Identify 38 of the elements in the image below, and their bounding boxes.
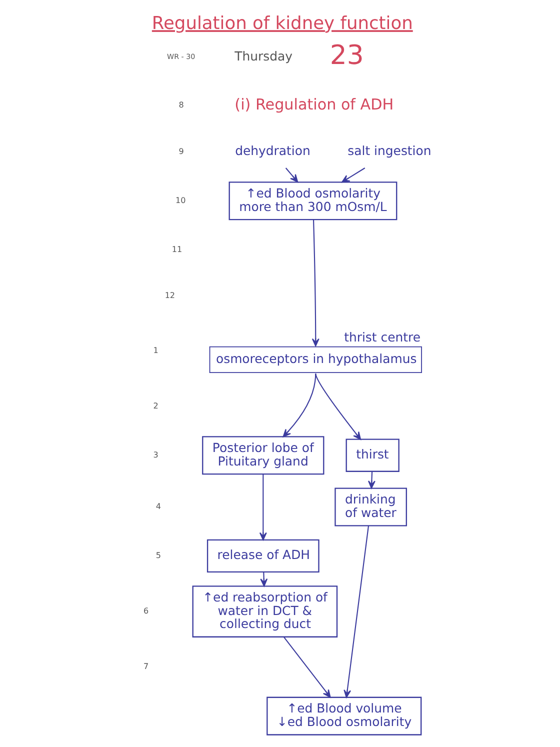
arrow <box>284 168 298 182</box>
label: 23 <box>329 40 364 71</box>
label: WR - 30 <box>166 52 195 61</box>
label: 9 <box>178 146 184 156</box>
arrow <box>282 373 316 438</box>
label: 3 <box>152 450 158 460</box>
label: 11 <box>171 244 182 254</box>
node-box: osmoreceptors in hypothalamus <box>208 346 422 374</box>
node-text: dehydration <box>234 143 310 158</box>
node-box: ↑ed reabsorption of water in DCT & collecting duct <box>192 586 338 638</box>
label: 10 <box>175 196 186 205</box>
node-box: ↑ed Blood volume ↓ed Blood osmolarity <box>266 696 422 736</box>
arrow <box>341 168 365 183</box>
node-label: thrist centre <box>344 330 420 345</box>
label: 7 <box>142 662 148 672</box>
arrow <box>282 636 330 698</box>
arrow <box>367 471 375 489</box>
label: 5 <box>155 550 161 560</box>
label: 6 <box>142 606 148 616</box>
arrow <box>314 373 361 440</box>
label: Thursday <box>234 48 292 64</box>
label: 8 <box>178 100 184 110</box>
arrow <box>258 474 266 540</box>
node-box: Posterior lobe of Pituitary gland <box>202 436 324 475</box>
diagram-title: Regulation of kidney function <box>151 13 412 34</box>
label: (i) Regulation of ADH <box>234 95 394 114</box>
node-text: salt ingestion <box>347 143 431 158</box>
label: 4 <box>155 502 161 511</box>
arrow <box>343 526 369 698</box>
arrow <box>260 572 268 587</box>
node-box: release of ADH <box>206 539 319 572</box>
label: 12 <box>164 291 175 300</box>
label: 2 <box>152 401 158 410</box>
label: 1 <box>152 346 158 356</box>
arrow <box>311 220 319 346</box>
node-box: drinking of water <box>334 488 406 526</box>
node-box: thirst <box>345 438 399 472</box>
node-box: ↑ed Blood osmolarity more than 300 mOsm/L <box>228 182 397 220</box>
